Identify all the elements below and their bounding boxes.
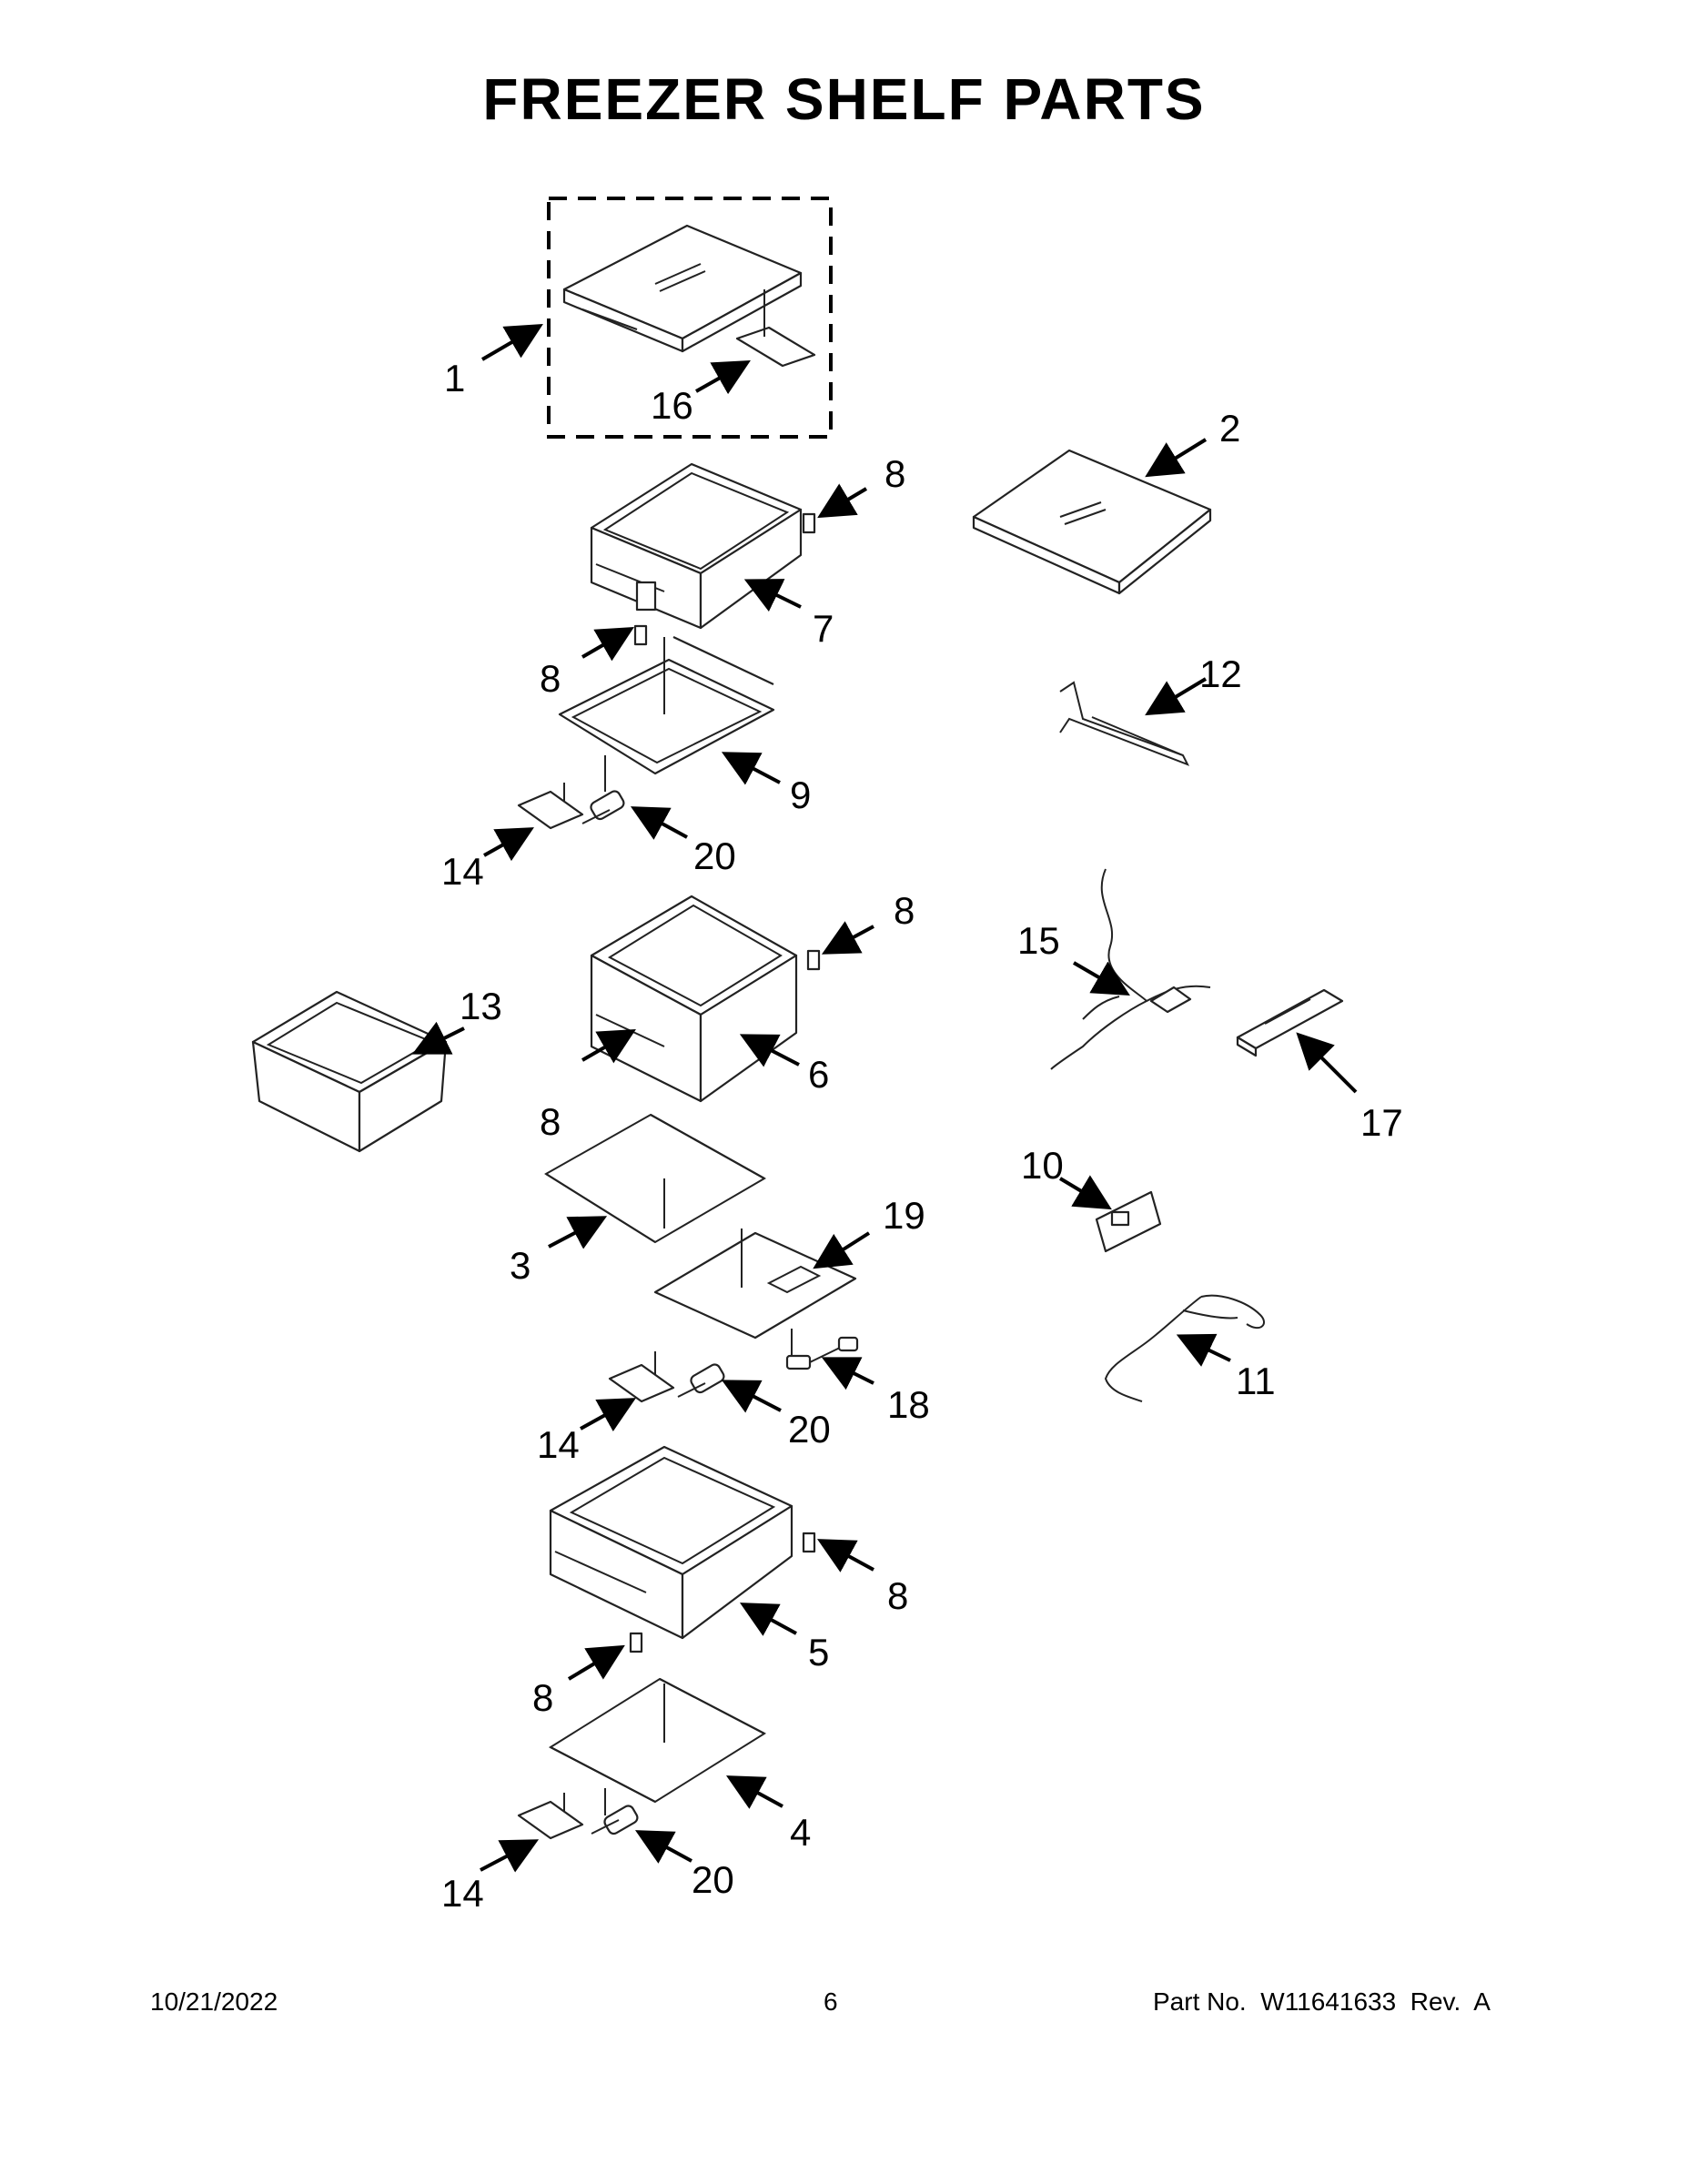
callout-4[interactable]: 4 [790,1811,811,1854]
part-1-shelf[interactable] [562,224,803,353]
callout-14[interactable]: 14 [537,1423,580,1466]
callout-12[interactable]: 12 [1199,652,1242,695]
callout-20[interactable]: 20 [788,1408,831,1451]
part-16-shelf-trim[interactable] [735,289,816,368]
callout-8[interactable]: 8 [894,889,915,932]
callout-20[interactable]: 20 [693,834,736,877]
callout-labels: 1 16 2 8 7 8 12 9 14 20 8 15 13 6 8 17 1… [441,357,1403,1915]
callout-7[interactable]: 7 [813,607,834,650]
footer-date: 10/21/2022 [150,1987,278,2016]
callout-9[interactable]: 9 [790,774,811,816]
footer-part-number: Part No. W11641633 Rev. A [1153,1987,1491,2016]
callout-13[interactable]: 13 [460,985,502,1027]
part-14-slide-lock-middle[interactable] [608,1351,675,1403]
callout-14[interactable]: 14 [441,850,484,893]
part-8-bracket-f[interactable] [629,1632,643,1653]
part-14-slide-lock-upper[interactable] [517,783,584,830]
callout-3[interactable]: 3 [510,1244,531,1287]
part-15-wire-harness[interactable] [1050,868,1211,1070]
callout-6[interactable]: 6 [808,1053,829,1096]
callout-19[interactable]: 19 [883,1194,925,1237]
callout-16[interactable]: 16 [651,384,693,427]
part-20-damper-middle[interactable] [677,1362,726,1398]
part-8-bracket-a[interactable] [802,512,816,534]
part-5-lower-bin[interactable] [549,1445,793,1640]
part-6-middle-bin[interactable] [590,895,798,1103]
part-3-slide-frame[interactable] [544,1113,767,1244]
part-11-wire-harness[interactable] [1104,1294,1265,1402]
callout-8[interactable]: 8 [540,1100,561,1143]
callout-8[interactable]: 8 [887,1574,908,1617]
callout-20[interactable]: 20 [692,1858,734,1901]
part-2-glass-shelf[interactable] [972,449,1212,595]
part-7-upper-bin[interactable] [590,462,803,630]
callout-15[interactable]: 15 [1017,919,1060,962]
callout-18[interactable]: 18 [887,1383,930,1426]
callout-11[interactable]: 11 [1236,1360,1276,1402]
part-18-sensor[interactable] [785,1336,859,1370]
page-title: FREEZER SHELF PARTS [482,66,1206,132]
part-14-slide-lock-lower[interactable] [517,1793,584,1840]
callout-17[interactable]: 17 [1360,1101,1403,1144]
part-13-removable-bin[interactable] [251,990,448,1153]
part-12-rod[interactable] [1059,681,1190,766]
part-8-bracket-c[interactable] [806,949,821,971]
callout-arrows [411,323,1358,1873]
part-20-damper-upper[interactable] [581,789,626,824]
callout-8[interactable]: 8 [884,452,905,495]
callout-8[interactable]: 8 [540,657,561,700]
part-9-slide-frame[interactable] [558,636,775,792]
footer-page-number: 6 [824,1987,838,2016]
callout-2[interactable]: 2 [1219,407,1240,450]
callout-14[interactable]: 14 [441,1872,484,1915]
callout-5[interactable]: 5 [808,1631,829,1673]
part-19-cover-plate[interactable] [653,1228,857,1356]
part-8-bracket-b[interactable] [633,624,648,646]
callout-8[interactable]: 8 [532,1676,553,1719]
part-10-control-box[interactable] [1095,1190,1162,1253]
callout-1[interactable]: 1 [444,357,465,399]
part-17-light-assembly[interactable] [1236,988,1344,1057]
callout-10[interactable]: 10 [1021,1144,1064,1187]
part-4-slide-frame[interactable] [548,1677,767,1815]
part-8-bracket-e[interactable] [802,1532,816,1553]
part-20-damper-lower[interactable] [591,1804,640,1835]
